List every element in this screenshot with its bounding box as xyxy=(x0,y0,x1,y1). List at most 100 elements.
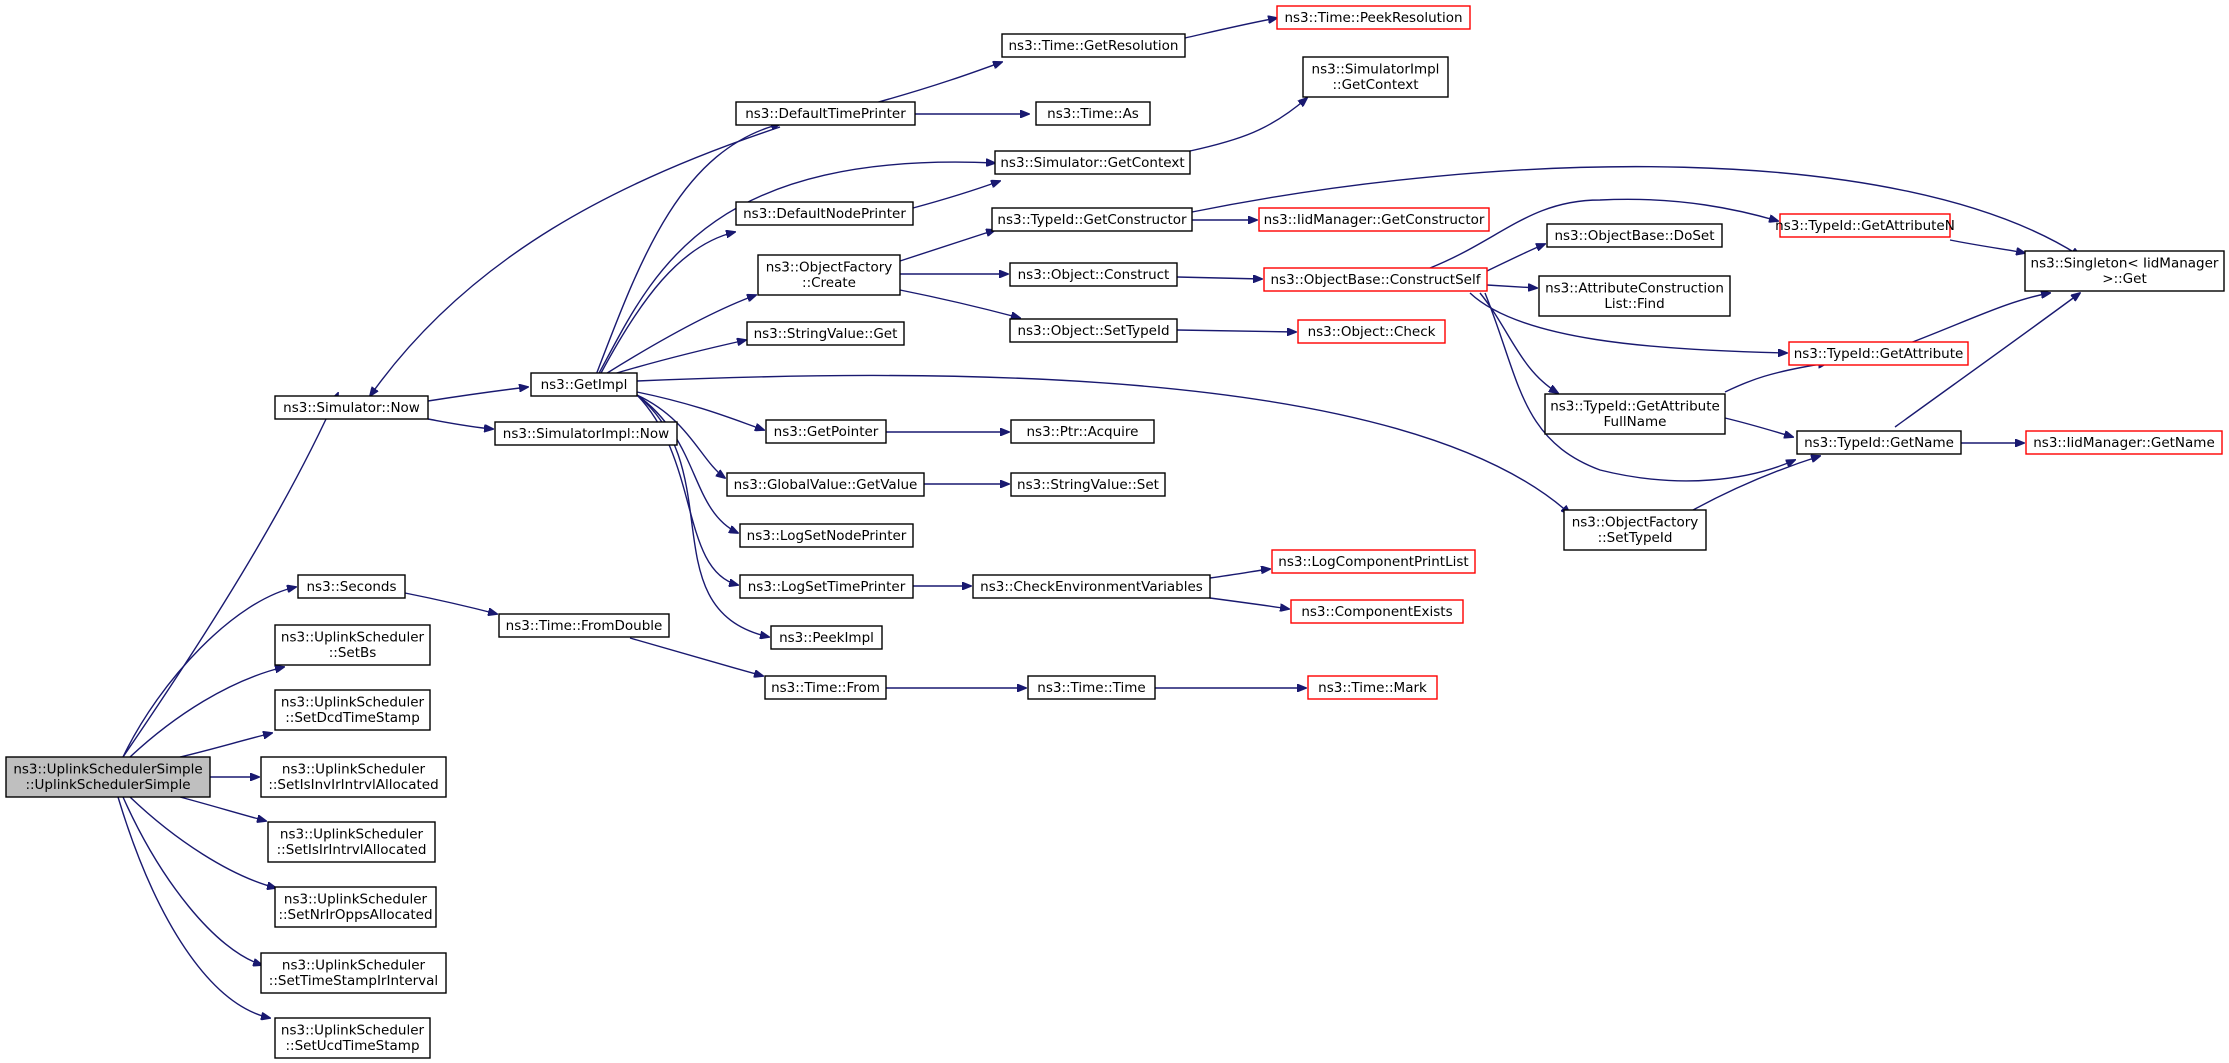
edge-cs-tidgetattrn xyxy=(1429,198,1778,269)
node-typeid-getattributen[interactable]: ns3::TypeId::GetAttributeN xyxy=(1775,213,1955,238)
node-time-mark[interactable]: ns3::Time::Mark xyxy=(1307,675,1438,700)
edge-ofc-tidgetctor xyxy=(899,230,995,262)
node-label-line: ns3::UplinkScheduler xyxy=(282,958,426,974)
node-settimestampirinterval[interactable]: ns3::UplinkScheduler::SetTimeStampIrInte… xyxy=(260,952,447,994)
node-label-line: ns3::SimulatorImpl::Now xyxy=(503,426,669,442)
node-label-line: ::SetUcdTimeStamp xyxy=(285,1038,419,1054)
node-label-line: ns3::Simulator::GetContext xyxy=(1000,155,1184,171)
node-label-line: ns3::Ptr::Acquire xyxy=(1027,424,1139,440)
node-objectfactory-settypeid[interactable]: ns3::ObjectFactory::SetTypeId xyxy=(1563,509,1707,551)
node-iidmanager-getconstructor[interactable]: ns3::IidManager::GetConstructor xyxy=(1258,207,1490,232)
node-label-line: ::SetBs xyxy=(329,645,377,661)
node-label-line: ns3::LogComponentPrintList xyxy=(1278,554,1468,570)
node-time-getresolution[interactable]: ns3::Time::GetResolution xyxy=(1001,33,1186,58)
edge-deftimeprinter-now xyxy=(370,126,781,396)
node-label-line: ::SetDcdTimeStamp xyxy=(285,710,420,726)
node-typeid-getconstructor[interactable]: ns3::TypeId::GetConstructor xyxy=(991,207,1193,232)
node-label-line: List::Find xyxy=(1604,296,1664,312)
node-label-line: ns3::UplinkScheduler xyxy=(284,892,428,908)
node-time-peekresolution[interactable]: ns3::Time::PeekResolution xyxy=(1276,5,1471,30)
edge-getimpl-defnodeprinter xyxy=(599,232,735,376)
edge-checkenv-logcompprint xyxy=(1209,569,1270,579)
edge-now-getimpl xyxy=(427,387,528,402)
node-label-line: ns3::Object::SetTypeId xyxy=(1017,323,1169,339)
node-typeid-getattribute[interactable]: ns3::TypeId::GetAttribute xyxy=(1788,341,1969,366)
node-simulatorimpl-now[interactable]: ns3::SimulatorImpl::Now xyxy=(494,421,678,446)
node-singleton-iidmanager-get[interactable]: ns3::Singleton< IidManager>::Get xyxy=(2024,250,2225,292)
node-label-line: ns3::ObjectFactory xyxy=(766,260,893,276)
node-time-from[interactable]: ns3::Time::From xyxy=(764,675,887,700)
node-objectbase-doset[interactable]: ns3::ObjectBase::DoSet xyxy=(1546,223,1723,248)
node-label-line: ::UplinkSchedulerSimple xyxy=(25,777,190,793)
node-object-settypeid[interactable]: ns3::Object::SetTypeId xyxy=(1009,318,1178,343)
node-logcomponentprintlist[interactable]: ns3::LogComponentPrintList xyxy=(1271,549,1476,574)
node-label-line: ns3::ObjectFactory xyxy=(1572,515,1699,531)
node-label-line: ns3::UplinkScheduler xyxy=(282,762,426,778)
node-time-fromdouble[interactable]: ns3::Time::FromDouble xyxy=(498,613,670,638)
node-label-line: ns3::ObjectBase::ConstructSelf xyxy=(1271,272,1482,288)
edge-fromdouble-from xyxy=(629,637,763,676)
nodes: ns3::UplinkSchedulerSimple::UplinkSchedu… xyxy=(5,5,2225,1059)
node-label-line: FullName xyxy=(1604,414,1667,430)
node-object-check[interactable]: ns3::Object::Check xyxy=(1297,319,1446,344)
edge-tidgetattrn-singletonget xyxy=(1949,239,2025,253)
node-time-as[interactable]: ns3::Time::As xyxy=(1035,101,1151,126)
node-time-time[interactable]: ns3::Time::Time xyxy=(1027,675,1156,700)
node-setisinvirintrvlallocated[interactable]: ns3::UplinkScheduler::SetIsInvIrIntrvlAl… xyxy=(260,756,447,798)
node-label-line: ns3::TypeId::GetConstructor xyxy=(997,212,1187,228)
node-setisirintrvlallocated[interactable]: ns3::UplinkScheduler::SetIsIrIntrvlAlloc… xyxy=(267,821,436,863)
node-simulator-now[interactable]: ns3::Simulator::Now xyxy=(274,395,429,420)
node-stringvalue-get[interactable]: ns3::StringValue::Get xyxy=(746,321,905,346)
node-globalvalue-getvalue[interactable]: ns3::GlobalValue::GetValue xyxy=(726,472,925,497)
node-ptr-acquire[interactable]: ns3::Ptr::Acquire xyxy=(1010,419,1155,444)
node-typeid-getname[interactable]: ns3::TypeId::GetName xyxy=(1796,430,1962,455)
edge-root-seconds xyxy=(122,587,296,758)
node-label-line: ns3::StringValue::Get xyxy=(754,326,898,342)
node-setnrirrppsallocated[interactable]: ns3::UplinkScheduler::SetNrIrOppsAllocat… xyxy=(274,886,437,928)
node-setucdtimestamp[interactable]: ns3::UplinkScheduler::SetUcdTimeStamp xyxy=(274,1017,431,1059)
node-defaultnodeprinter[interactable]: ns3::DefaultNodePrinter xyxy=(735,201,914,226)
node-label-line: ns3::IidManager::GetConstructor xyxy=(1264,212,1485,228)
edge-root-setucd xyxy=(117,796,270,1018)
node-object-construct[interactable]: ns3::Object::Construct xyxy=(1009,262,1178,287)
node-stringvalue-set[interactable]: ns3::StringValue::Set xyxy=(1010,472,1166,497)
node-label-line: ns3::TypeId::GetAttribute xyxy=(1550,399,1720,415)
node-logsetnodeprinter[interactable]: ns3::LogSetNodePrinter xyxy=(739,523,914,548)
node-seconds[interactable]: ns3::Seconds xyxy=(297,574,406,599)
node-peekimpl[interactable]: ns3::PeekImpl xyxy=(770,625,883,650)
node-label-line: ns3::Time::Mark xyxy=(1318,680,1427,696)
node-label-line: ns3::UplinkScheduler xyxy=(281,695,425,711)
node-setbs[interactable]: ns3::UplinkScheduler::SetBs xyxy=(274,624,431,666)
node-label-line: ns3::UplinkSchedulerSimple xyxy=(13,762,202,778)
node-setdcdtimestamp[interactable]: ns3::UplinkScheduler::SetDcdTimeStamp xyxy=(274,689,431,731)
edge-cs-obdoset xyxy=(1486,244,1545,272)
node-label-line: ns3::DefaultNodePrinter xyxy=(743,206,906,222)
node-label-line: ns3::Time::GetResolution xyxy=(1008,38,1178,54)
node-getpointer[interactable]: ns3::GetPointer xyxy=(765,419,887,444)
node-defaulttimeprinter[interactable]: ns3::DefaultTimePrinter xyxy=(735,101,916,126)
node-objectfactory-create[interactable]: ns3::ObjectFactory::Create xyxy=(757,254,901,296)
node-root[interactable]: ns3::UplinkSchedulerSimple::UplinkSchedu… xyxy=(5,756,211,798)
node-simulatorimpl-getcontext[interactable]: ns3::SimulatorImpl::GetContext xyxy=(1302,56,1449,98)
node-label-line: ns3::Time::PeekResolution xyxy=(1284,10,1462,26)
node-logsettimeprinter[interactable]: ns3::LogSetTimePrinter xyxy=(739,574,914,599)
node-iidmanager-getname[interactable]: ns3::IidManager::GetName xyxy=(2025,430,2223,455)
node-checkenvironmentvariables[interactable]: ns3::CheckEnvironmentVariables xyxy=(972,574,1211,599)
edge-tidgetctor-singletonget xyxy=(1191,165,2080,256)
node-label-line: ::SetNrIrOppsAllocated xyxy=(278,907,432,923)
edge-ofc-objsettid xyxy=(899,289,1020,318)
node-objectbase-constructself[interactable]: ns3::ObjectBase::ConstructSelf xyxy=(1263,267,1488,292)
node-label-line: ns3::CheckEnvironmentVariables xyxy=(980,579,1203,595)
node-componentexists[interactable]: ns3::ComponentExists xyxy=(1290,599,1464,624)
node-getimpl[interactable]: ns3::GetImpl xyxy=(530,372,638,397)
edge-getres-peekres xyxy=(1184,18,1277,39)
edge-root-setdcd xyxy=(179,733,272,758)
node-label-line: ns3::TypeId::GetAttributeN xyxy=(1775,218,1955,234)
node-label-line: ns3::DefaultTimePrinter xyxy=(745,106,906,122)
edge-getimpl-getpointer xyxy=(636,391,764,430)
node-label-line: ns3::UplinkScheduler xyxy=(281,630,425,646)
node-simulator-getcontext[interactable]: ns3::Simulator::GetContext xyxy=(994,150,1191,175)
